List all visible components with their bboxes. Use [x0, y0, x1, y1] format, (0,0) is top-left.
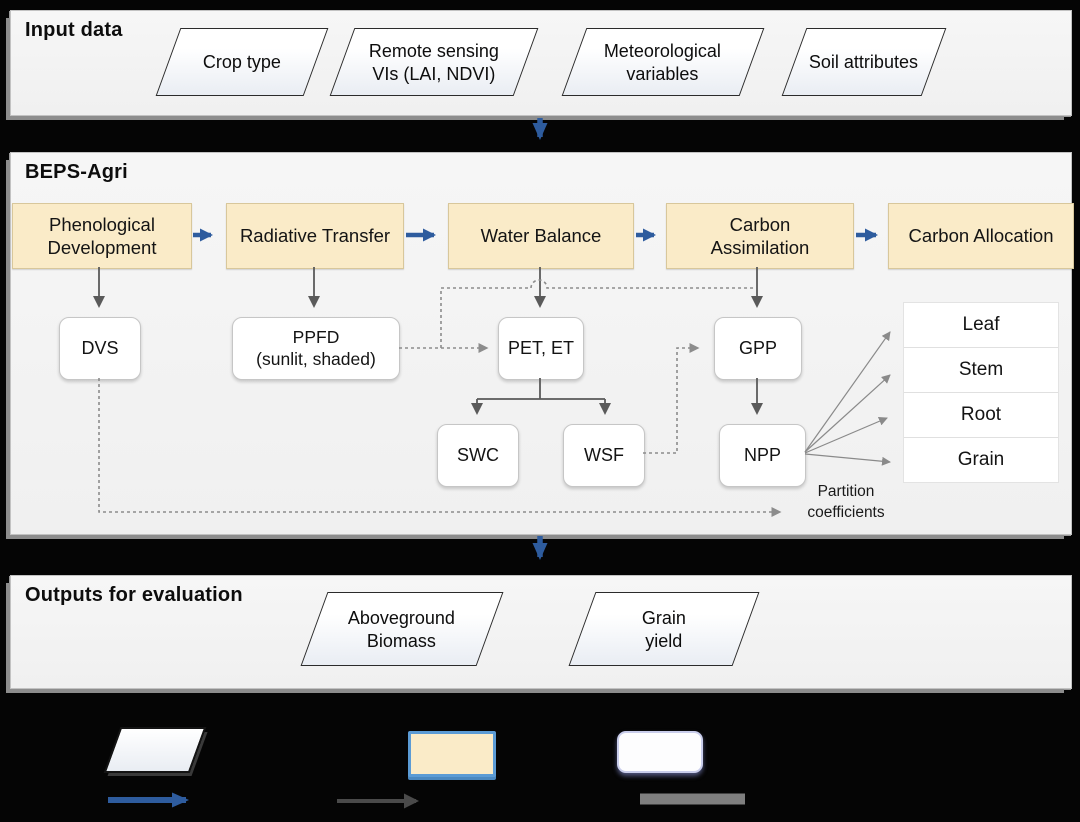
var-ppfd-label: PPFD (sunlit, shaded): [256, 326, 376, 369]
legend-module-box-icon: [408, 731, 496, 777]
var-gpp-label: GPP: [738, 338, 777, 359]
legend-input-output-parallelogram-icon: [103, 727, 207, 773]
input-soil-attributes-label: Soil attributes: [809, 51, 919, 72]
input-meteorological: Meteorological variables: [561, 28, 765, 96]
module-water-balance: Water Balance: [448, 203, 634, 269]
module-allocation-label: Carbon Allocation: [908, 225, 1054, 247]
module-assimilation-label: Carbon Assimilation: [710, 213, 810, 258]
module-phenological-label: Phenological Development: [47, 213, 157, 258]
output-grain-yield: Grain yield: [568, 592, 760, 666]
allocation-table: Leaf Stem Root Grain: [903, 302, 1059, 483]
allocation-row-root: Root: [904, 393, 1058, 438]
var-gpp: GPP: [714, 317, 802, 380]
outputs-panel: Outputs for evaluation: [10, 575, 1072, 689]
allocation-row-stem: Stem: [904, 348, 1058, 393]
module-phenological-development: Phenological Development: [12, 203, 192, 269]
var-pet-et: PET, ET: [498, 317, 584, 380]
var-pet-et-label: PET, ET: [507, 338, 574, 359]
var-npp: NPP: [719, 424, 806, 487]
input-crop-type-label: Crop type: [202, 51, 282, 72]
output-grain-yield-label: Grain yield: [641, 607, 686, 651]
var-wsf-label: WSF: [584, 445, 624, 466]
input-meteorological-label: Meteorological variables: [604, 40, 722, 84]
model-panel-title: BEPS-Agri: [25, 161, 128, 183]
output-aboveground-label: Aboveground Biomass: [348, 607, 456, 651]
var-swc-label: SWC: [457, 445, 499, 466]
module-carbon-assimilation: Carbon Assimilation: [666, 203, 854, 269]
var-wsf: WSF: [563, 424, 645, 487]
allocation-row-grain: Grain: [957, 449, 1005, 470]
var-ppfd: PPFD (sunlit, shaded): [232, 317, 400, 380]
module-radiative-transfer: Radiative Transfer: [226, 203, 404, 269]
var-npp-label: NPP: [743, 445, 781, 466]
module-carbon-allocation: Carbon Allocation: [888, 203, 1074, 269]
var-swc: SWC: [437, 424, 519, 487]
input-soil-attributes: Soil attributes: [781, 28, 947, 96]
partition-coefficients-label: Partition coefficients: [807, 483, 885, 521]
input-panel-title: Input data: [25, 19, 123, 41]
output-panel-title: Outputs for evaluation: [25, 584, 243, 606]
var-dvs: DVS: [59, 317, 141, 380]
var-dvs-label: DVS: [81, 338, 119, 359]
allocation-row-leaf: Leaf: [904, 303, 1058, 348]
output-aboveground-biomass: Aboveground Biomass: [300, 592, 504, 666]
legend-variable-box-icon: [617, 731, 703, 773]
input-remote-sensing-label: Remote sensing VIs (LAI, NDVI): [368, 40, 500, 84]
input-remote-sensing: Remote sensing VIs (LAI, NDVI): [329, 28, 539, 96]
module-water-label: Water Balance: [480, 225, 602, 247]
input-crop-type: Crop type: [155, 28, 329, 96]
module-radiative-label: Radiative Transfer: [239, 225, 391, 247]
